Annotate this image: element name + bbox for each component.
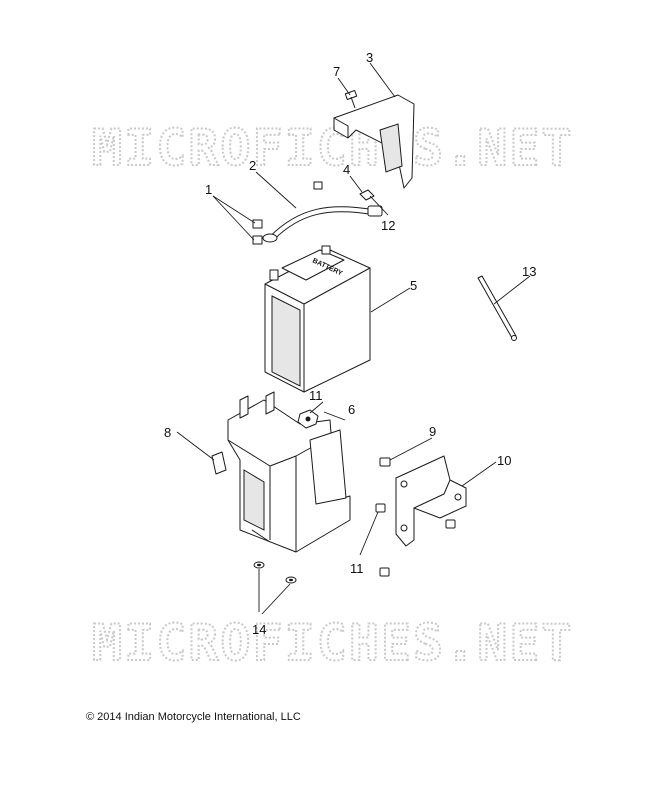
copyright-symbol: © (86, 711, 95, 723)
part-2-battery-cable (262, 205, 383, 243)
callout-10: 10 (497, 453, 511, 468)
callout-8: 8 (164, 425, 171, 440)
watermark-bottom: MICROFICHES.NET (92, 614, 574, 672)
callout-4: 4 (343, 162, 350, 177)
part-7-bolt (344, 89, 358, 109)
part-4-nut (359, 189, 375, 201)
leader-lines (176, 62, 531, 615)
callout-5: 5 (410, 278, 417, 293)
callout-14: 14 (252, 622, 266, 637)
part-12-pad (379, 123, 403, 173)
part-8-clip (211, 451, 227, 475)
callout-11-upper: 11 (309, 388, 323, 403)
callout-2: 2 (249, 158, 256, 173)
copyright-text: 2014 Indian Motorcycle International, LL… (97, 711, 301, 723)
callout-6: 6 (348, 402, 355, 417)
callout-11-lower: 11 (350, 561, 364, 576)
watermark-top: MICROFICHES.NET (92, 119, 574, 177)
part-9-bolt (379, 457, 391, 467)
callout-13: 13 (522, 264, 536, 279)
part-top-small-bolt (313, 181, 323, 190)
callout-12: 12 (381, 218, 395, 233)
part-10-mount-bracket (395, 455, 467, 547)
part-6-battery-box (227, 391, 351, 553)
part-1-bolts (252, 219, 263, 245)
callout-7: 7 (333, 64, 340, 79)
part-11-bolts-lower (375, 503, 456, 577)
part-13-strap (477, 275, 517, 341)
part-11-nut-upper (297, 409, 319, 429)
callout-numbers: 1 2 3 4 5 6 7 8 9 10 11 11 12 13 14 (164, 50, 536, 637)
callout-9: 9 (429, 424, 436, 439)
copyright-notice: © 2014 Indian Motorcycle International, … (86, 711, 301, 723)
part-14-washers (253, 561, 297, 584)
callout-1: 1 (205, 182, 212, 197)
part-5-battery: BATTERY (264, 245, 371, 393)
callout-3: 3 (366, 50, 373, 65)
part-3-hold-down-bracket (333, 94, 415, 189)
